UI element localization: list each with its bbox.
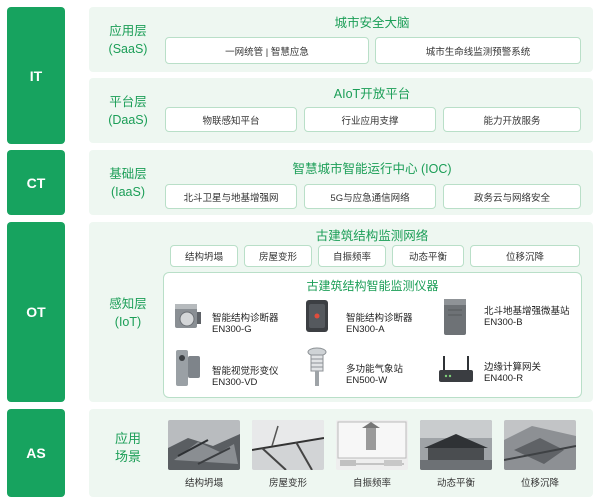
weather-station-icon [302, 346, 332, 388]
device-en500-w-name: 多功能气象站 [346, 364, 404, 375]
section-as: AS [7, 409, 65, 497]
daas-layer-code: (DaaS) [108, 113, 148, 127]
iot-network-item-balance: 动态平衡 [392, 245, 464, 267]
device-en300-a-name: 智能结构诊断器 [346, 313, 413, 324]
scene-collapse-photo [168, 420, 240, 470]
device-en300-vd-name: 智能视觉形变仪 [212, 366, 279, 377]
iaas-layer-name: 基础层 (IaaS) [95, 165, 161, 201]
iot-layer-code: (IoT) [114, 315, 142, 329]
structure-diagnoser-g-icon [172, 300, 204, 332]
scene-deformation-photo [252, 420, 324, 470]
iot-network-item-frequency: 自振频率 [318, 245, 386, 267]
scene-settlement-photo [504, 420, 576, 470]
iot-layer-title: 感知层 [109, 297, 147, 311]
device-en300-vd-model: EN300-VD [212, 377, 258, 388]
device-en500-w-model: EN500-W [346, 375, 388, 386]
section-ct: CT [7, 150, 65, 215]
scene-settlement-label: 位移沉降 [520, 478, 559, 489]
saas-layer-code: (SaaS) [108, 42, 148, 56]
scene-frequency-label: 自振频率 [352, 478, 391, 489]
iaas-title: 智慧城市智能运行中心 (IOC) [292, 162, 452, 176]
daas-item-industry-support: 行业应用支撑 [304, 107, 436, 132]
scene-collapse-label: 结构坍塌 [184, 478, 223, 489]
device-en300-a-model: EN300-A [346, 324, 385, 335]
visual-deformation-meter-icon [170, 348, 206, 388]
iot-devices-panel [163, 272, 582, 398]
scenes-layer-name: 应用 场景 [95, 430, 161, 466]
scene-frequency-photo [336, 420, 408, 470]
iaas-item-5g: 5G与应急通信网络 [304, 184, 436, 209]
section-it: IT [7, 7, 65, 144]
device-en300-b-name: 北斗地基增强微基站 [484, 306, 570, 317]
iot-layer-name: 感知层 (IoT) [95, 295, 161, 331]
daas-item-open-services: 能力开放服务 [443, 107, 581, 132]
device-en500-w: 多功能气象站 EN500-W [346, 364, 426, 386]
scene-deformation-label: 房屋变形 [268, 478, 307, 489]
saas-item-lifeline-system: 城市生命线监测预警系统 [375, 37, 581, 64]
saas-layer-name: 应用层 (SaaS) [95, 22, 161, 58]
device-en300-b-model: EN300-B [484, 317, 523, 328]
section-ct-label: CT [26, 174, 46, 191]
scene-balance-photo [420, 420, 492, 470]
iaas-item-cloud-security: 政务云与网络安全 [443, 184, 581, 209]
device-en400-r-name: 边缘计算网关 [484, 362, 542, 373]
saas-item-unified-management: 一网统管 | 智慧应急 [165, 37, 369, 64]
section-it-label: IT [29, 67, 43, 84]
saas-layer-title: 应用层 [109, 24, 147, 38]
beidou-base-station-icon [440, 298, 470, 336]
device-en300-g-name: 智能结构诊断器 [212, 313, 279, 324]
device-en300-b: 北斗地基增强微基站 EN300-B [484, 306, 578, 328]
section-ot-label: OT [26, 304, 46, 320]
iaas-layer-title: 基础层 [109, 167, 147, 181]
daas-item-iot-platform: 物联感知平台 [165, 107, 297, 132]
iot-network-item-collapse: 结构坍塌 [170, 245, 238, 267]
iaas-layer-code: (IaaS) [110, 185, 146, 199]
device-en300-vd: 智能视觉形变仪 EN300-VD [212, 366, 292, 388]
daas-layer-name: 平台层 (DaaS) [95, 93, 161, 129]
edge-gateway-icon [436, 352, 476, 386]
scenes-layer-title-line1: 应用 [114, 431, 141, 446]
section-ot: OT [7, 222, 65, 402]
scene-balance-label: 动态平衡 [436, 478, 475, 489]
section-as-label: AS [26, 445, 46, 461]
device-en400-r-model: EN400-R [484, 373, 524, 384]
iot-network-item-settlement: 位移沉降 [470, 245, 580, 267]
daas-layer-title: 平台层 [109, 95, 147, 109]
daas-title: AIoT开放平台 [333, 87, 411, 101]
device-en300-g-model: EN300-G [212, 324, 252, 335]
iot-network-item-deformation: 房屋变形 [244, 245, 312, 267]
saas-title: 城市安全大脑 [334, 16, 410, 30]
scenes-layer-title-line2: 场景 [114, 449, 141, 464]
iot-network-title: 古建筑结构监测网络 [315, 229, 429, 243]
device-en300-a: 智能结构诊断器 EN300-A [346, 313, 426, 335]
iot-devices-title: 古建筑结构智能监测仪器 [306, 279, 439, 293]
device-en400-r: 边缘计算网关 EN400-R [484, 362, 578, 384]
iaas-item-beidou: 北斗卫星与地基增强网 [165, 184, 297, 209]
structure-diagnoser-a-icon [300, 298, 334, 334]
device-en300-g: 智能结构诊断器 EN300-G [212, 313, 292, 335]
